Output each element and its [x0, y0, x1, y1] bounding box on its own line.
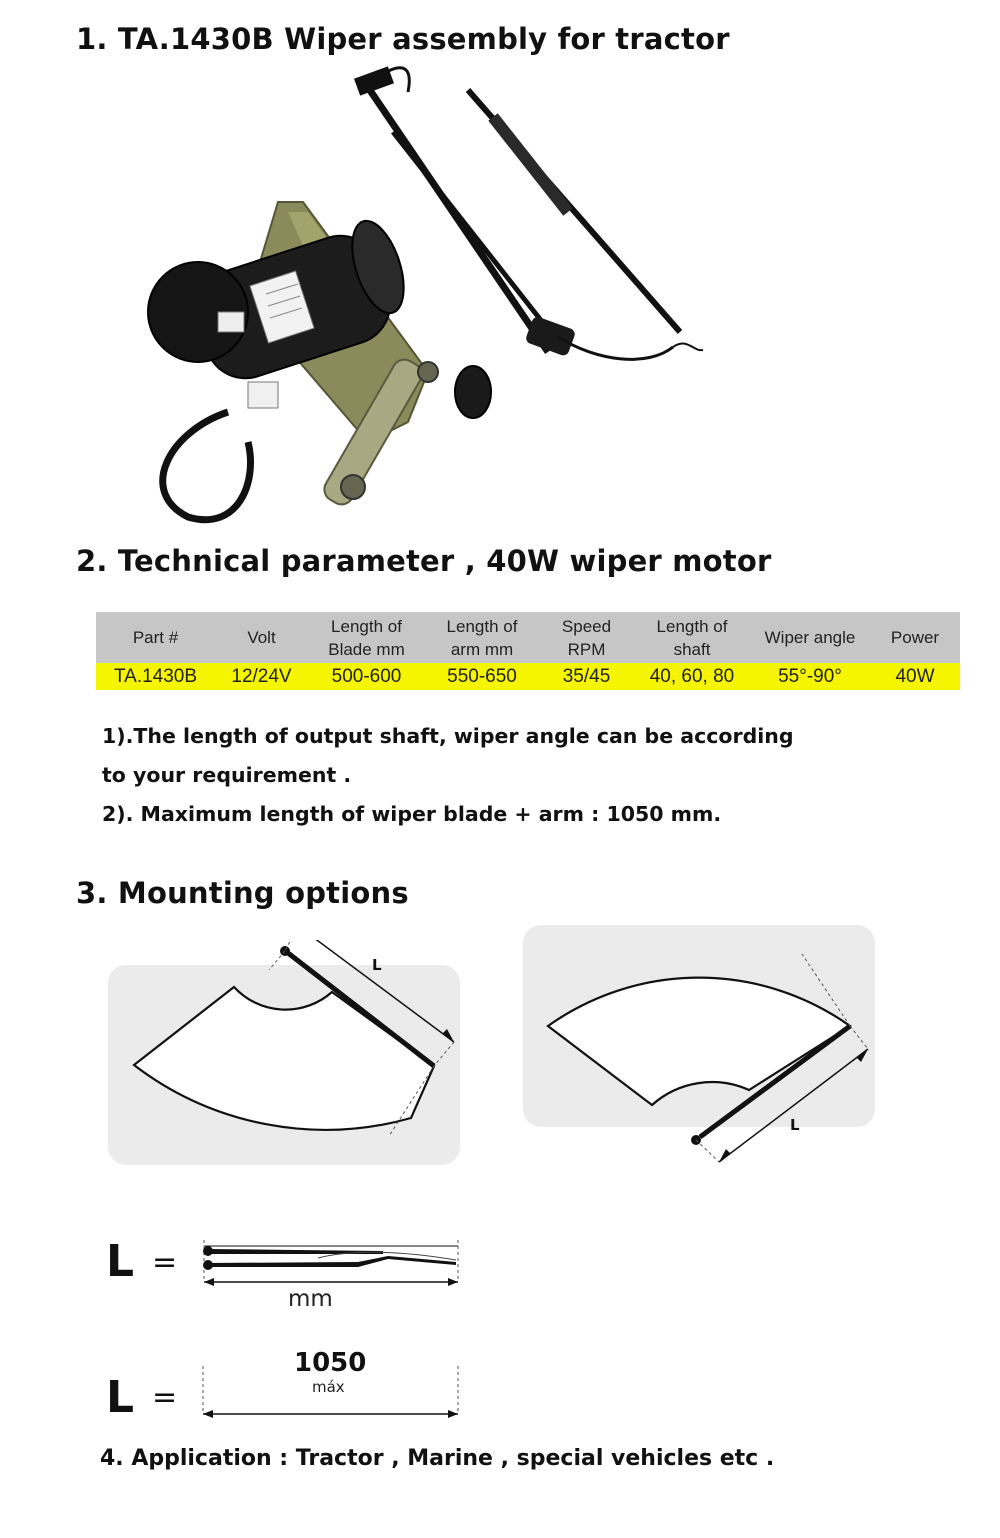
section-heading-product: 1. TA.1430B Wiper assembly for tractor: [76, 22, 730, 56]
wiper-arm-blade-length-diagram: [198, 1238, 464, 1288]
cell-blade-length: 500-600: [308, 663, 425, 690]
application-line: 4. Application : Tractor , Marine , spec…: [100, 1446, 775, 1471]
max-length-dimension: [198, 1364, 464, 1420]
mounting-diagram-right: L: [523, 925, 875, 1163]
cell-power: 40W: [870, 663, 960, 690]
mounting-option-top-pivot: L: [106, 925, 466, 1170]
equals-sign: =: [152, 1245, 178, 1280]
header-wiper-angle: Wiper angle: [750, 612, 870, 663]
arm-blade-illustration: [203, 1240, 459, 1286]
max-qualifier: máx: [312, 1378, 345, 1396]
header-power: Power: [870, 612, 960, 663]
equals-sign-max: =: [152, 1380, 178, 1415]
note-shaft-angle-line2: to your requirement .: [102, 763, 352, 787]
wiper-assembly-illustration: [147, 66, 704, 524]
length-marker-left: L: [372, 956, 382, 974]
mounting-diagram-left: L: [108, 925, 460, 1165]
cell-shaft-length: 40, 60, 80: [634, 663, 750, 690]
header-part-number: Part #: [96, 612, 215, 663]
section-heading-technical: 2. Technical parameter , 40W wiper motor: [76, 544, 772, 578]
note-max-length: 2). Maximum length of wiper blade + arm …: [102, 802, 722, 826]
cell-volt: 12/24V: [215, 663, 308, 690]
cell-speed: 35/45: [539, 663, 634, 690]
max-length-dimension-line: [202, 1366, 459, 1418]
length-unit: mm: [288, 1286, 333, 1312]
wiper-assembly-photo: [128, 62, 728, 532]
section-heading-mounting: 3. Mounting options: [76, 876, 409, 910]
note-shaft-angle-line1: 1).The length of output shaft, wiper ang…: [102, 724, 794, 748]
header-volt: Volt: [215, 612, 308, 663]
mounting-option-bottom-pivot: L: [520, 922, 880, 1167]
length-marker-right: L: [790, 1116, 800, 1134]
max-length-value: 1050: [294, 1348, 367, 1378]
cell-wiper-angle: 55°-90°: [750, 663, 870, 690]
table-row: TA.1430B 12/24V 500-600 550-650 35/45 40…: [96, 663, 960, 690]
length-symbol-max: L: [106, 1372, 135, 1423]
cell-part-number: TA.1430B: [96, 663, 215, 690]
cell-arm-length: 550-650: [425, 663, 539, 690]
length-symbol: L: [106, 1236, 135, 1287]
